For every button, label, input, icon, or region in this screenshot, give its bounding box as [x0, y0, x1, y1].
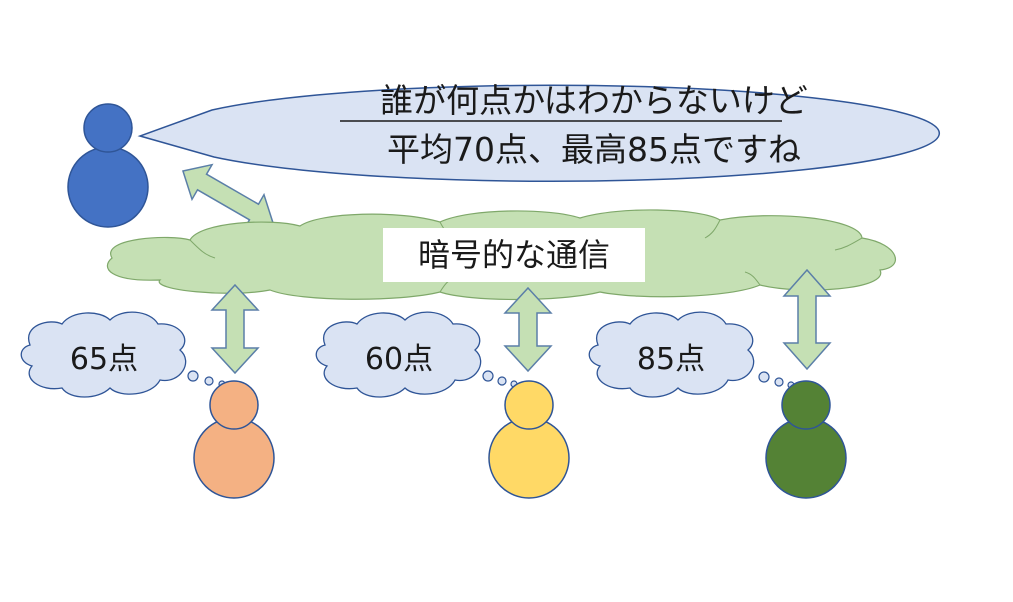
participant-person-3 — [765, 380, 847, 499]
speech-bubble: 誰が何点かはわからないけど 平均70点、最高85点ですね — [137, 81, 941, 183]
thought-bubble-3: 85点 — [588, 311, 795, 398]
participant-2-arrow — [503, 286, 553, 373]
participant-person-2 — [488, 380, 570, 499]
thought-bubble-1: 65点 — [20, 311, 226, 398]
speech-line-1: 誰が何点かはわからないけど — [380, 81, 808, 120]
score-label-1: 65点 — [70, 342, 138, 377]
network-cloud: 暗号的な通信 — [106, 209, 896, 301]
participant-person-1 — [193, 380, 275, 499]
thought-bubble-2: 60点 — [315, 311, 518, 398]
speech-line-2: 平均70点、最高85点ですね — [387, 130, 801, 169]
network-label-box — [383, 228, 645, 282]
score-label-2: 60点 — [365, 342, 433, 377]
network-label: 暗号的な通信 — [418, 236, 610, 274]
score-label-3: 85点 — [637, 342, 705, 377]
participant-3-arrow — [782, 268, 832, 371]
participant-1-arrow — [210, 283, 260, 375]
observer-person — [67, 103, 149, 228]
